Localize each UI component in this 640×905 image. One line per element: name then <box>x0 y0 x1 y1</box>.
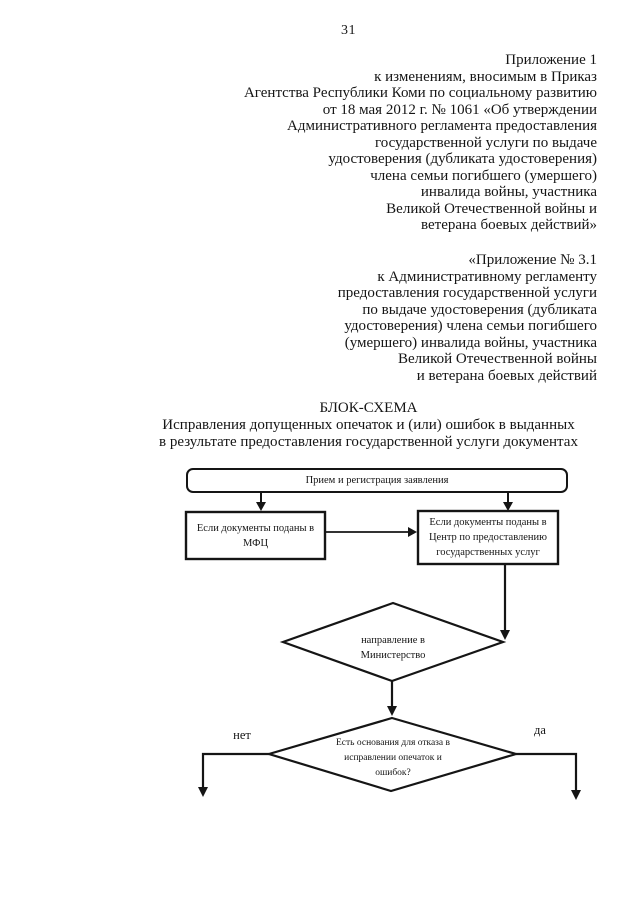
appendix-1-header: Приложение 1 к изменениям, вносимым в Пр… <box>243 52 597 233</box>
decision-diamond-shape <box>265 716 520 793</box>
start-box-label: Прием и регистрация заявления <box>305 475 449 486</box>
block-scheme-heading: БЛОК-СХЕМА <box>319 400 418 416</box>
start-box-shape <box>186 468 568 493</box>
mfc-to-center-arrow <box>326 527 417 537</box>
decision-diamond-label: Есть основания для отказа в исправлении … <box>335 737 451 778</box>
no-branch-label: нет <box>233 727 251 742</box>
block-scheme-subtitle: Исправления допущенных опечаток и (или) … <box>159 417 578 450</box>
ministry-to-decision-arrow <box>387 681 397 716</box>
center-box-label: Если документы поданы в Центр по предост… <box>428 517 548 558</box>
yes-branch-arrow <box>516 752 581 800</box>
start-to-center-arrow <box>503 492 513 511</box>
mfc-box-label: Если документы поданы в МФЦ <box>196 522 315 549</box>
appendix-3-1-header: «Приложение № 3.1 к Административному ре… <box>337 252 597 384</box>
block-scheme-title-block: БЛОК-СХЕМА Исправления допущенных опечат… <box>96 400 640 451</box>
ministry-diamond-label: направление в Министерство <box>360 635 426 661</box>
center-box-shape <box>416 509 560 566</box>
no-branch-arrow <box>198 752 269 797</box>
mfc-box-shape <box>184 510 327 561</box>
page-number: 31 <box>341 23 356 38</box>
start-to-mfc-arrow <box>256 492 266 511</box>
yes-branch-label: да <box>534 722 546 737</box>
center-to-ministry-arrow <box>500 564 510 640</box>
